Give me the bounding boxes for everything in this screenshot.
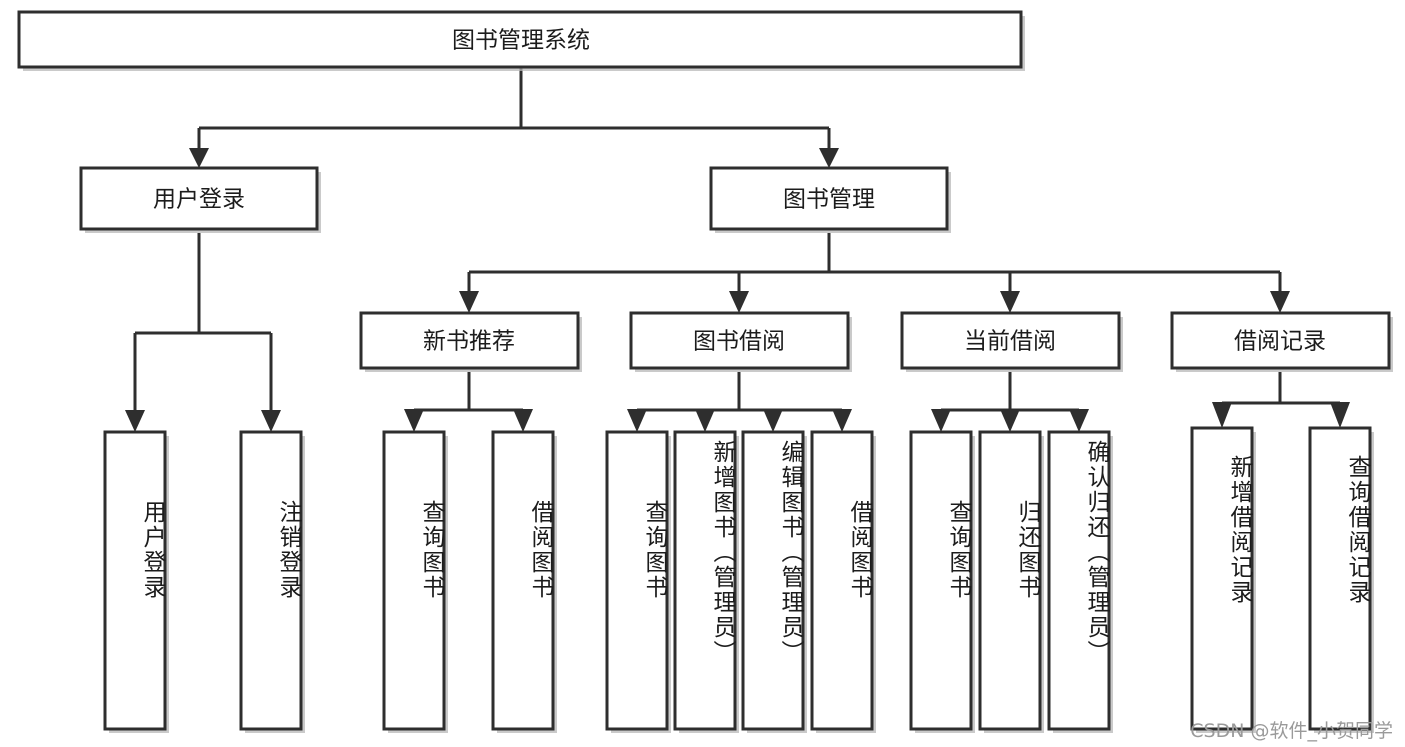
csdn-watermark: CSDN @软件_小贺同学	[1190, 720, 1393, 742]
connector-group-userlogin-to-leaves	[125, 233, 281, 432]
arrow-to-leaf-query-record	[1330, 402, 1350, 428]
leaf-edit-book-rect	[741, 430, 805, 731]
arrow-to-leaf-query-book-2	[627, 409, 647, 432]
arrow-to-leaf-query-book-3	[931, 409, 951, 432]
leaf-user-login-label: 用户登录	[139, 500, 165, 600]
node-user-login[interactable]	[79, 166, 321, 233]
leaf-confirm-return-label: 确认归还（管理员）	[1083, 440, 1109, 665]
leaf-edit-book-label: 编辑图书（管理员）	[777, 440, 803, 665]
leaf-query-book-3-label: 查询图书	[945, 500, 971, 600]
leaf-borrow-book-2-rect	[810, 430, 874, 731]
arrow-to-new-book-recommend	[459, 291, 479, 313]
arrow-to-user-login	[189, 148, 209, 168]
leaf-query-record-rect	[1308, 426, 1372, 731]
arrow-to-leaf-logout	[261, 410, 281, 432]
connector-group-borrowrecord-to-leaves	[1212, 372, 1350, 428]
leaf-add-record-rect	[1190, 426, 1254, 731]
connector-group-currentborrow-to-leaves	[931, 372, 1089, 432]
arrow-to-leaf-borrow-book-1	[513, 409, 533, 432]
leaf-query-book-1[interactable]	[382, 430, 448, 733]
leaf-borrow-book-2[interactable]	[810, 430, 876, 733]
connector-group-bookborrow-to-leaves	[627, 372, 852, 432]
connector-group-bookmanage-to-level3	[459, 233, 1290, 313]
node-borrow-record[interactable]	[1170, 311, 1393, 372]
arrow-to-leaf-borrow-book-2	[832, 409, 852, 432]
arrow-to-current-borrow	[1000, 291, 1020, 313]
node-book-borrow-rect	[629, 311, 850, 370]
node-current-borrow-label: 当前借阅	[964, 329, 1056, 355]
node-book-manage-rect	[709, 166, 949, 231]
arrow-to-leaf-confirm-return	[1069, 409, 1089, 432]
arrow-to-book-manage	[819, 148, 839, 168]
node-book-manage-label: 图书管理	[783, 187, 875, 213]
connector-group-root-to-level2	[189, 67, 839, 168]
node-borrow-record-label: 借阅记录	[1234, 329, 1326, 355]
leaf-query-book-2-rect	[605, 430, 669, 731]
leaf-add-book[interactable]	[673, 430, 739, 733]
leaf-query-book-2-label: 查询图书	[641, 500, 667, 600]
leaf-borrow-book-1-label: 借阅图书	[527, 500, 553, 600]
leaf-return-book-label: 归还图书	[1014, 500, 1040, 600]
leaf-borrow-book-1-rect	[491, 430, 555, 731]
leaf-edit-book[interactable]	[741, 430, 807, 733]
leaf-borrow-book-1[interactable]	[491, 430, 557, 733]
node-new-book-recommend-rect	[359, 311, 580, 370]
node-book-borrow[interactable]	[629, 311, 852, 372]
leaf-query-book-1-label: 查询图书	[418, 500, 444, 600]
leaf-query-book-2[interactable]	[605, 430, 671, 733]
node-current-borrow[interactable]	[900, 311, 1123, 372]
node-book-borrow-label: 图书借阅	[693, 329, 785, 355]
node-root[interactable]	[17, 10, 1025, 71]
leaf-query-record[interactable]	[1308, 426, 1374, 733]
arrow-to-leaf-user-login	[125, 410, 145, 432]
leaf-query-book-3-rect	[909, 430, 973, 731]
leaf-return-book[interactable]	[978, 430, 1044, 733]
node-new-book-recommend-label: 新书推荐	[423, 329, 515, 355]
node-borrow-record-rect	[1170, 311, 1391, 370]
node-book-manage[interactable]	[709, 166, 951, 233]
leaf-add-record-label: 新增借阅记录	[1226, 455, 1252, 605]
node-root-rect	[17, 10, 1023, 69]
leaf-confirm-return-rect	[1047, 430, 1111, 731]
node-user-login-label: 用户登录	[153, 187, 245, 213]
node-user-login-rect	[79, 166, 319, 231]
leaf-query-record-label: 查询借阅记录	[1344, 455, 1370, 605]
leaf-confirm-return[interactable]	[1047, 430, 1113, 733]
arrow-to-leaf-add-record	[1212, 402, 1232, 428]
leaf-query-book-3[interactable]	[909, 430, 975, 733]
leaf-query-book-1-rect	[382, 430, 446, 731]
arrow-to-borrow-record	[1270, 291, 1290, 313]
arrow-to-leaf-edit-book	[763, 409, 783, 432]
leaf-user-login[interactable]	[103, 430, 169, 733]
arrow-to-leaf-add-book	[695, 409, 715, 432]
leaf-add-record[interactable]	[1190, 426, 1256, 733]
connector-group-newbook-to-leaves	[404, 372, 533, 432]
arrow-to-leaf-query-book-1	[404, 409, 424, 432]
leaf-add-book-label: 新增图书（管理员）	[709, 440, 735, 665]
leaf-logout[interactable]	[239, 430, 305, 733]
leaf-user-login-rect	[103, 430, 167, 731]
leaf-add-book-rect	[673, 430, 737, 731]
arrow-to-leaf-return-book	[1000, 409, 1020, 432]
leaf-return-book-rect	[978, 430, 1042, 731]
leaf-borrow-book-2-label: 借阅图书	[846, 500, 872, 600]
arrow-to-book-borrow	[729, 291, 749, 313]
leaf-logout-label: 注销登录	[275, 500, 301, 600]
node-new-book-recommend[interactable]	[359, 311, 582, 372]
node-root-label: 图书管理系统	[452, 28, 590, 54]
node-current-borrow-rect	[900, 311, 1121, 370]
leaf-logout-rect	[239, 430, 303, 731]
